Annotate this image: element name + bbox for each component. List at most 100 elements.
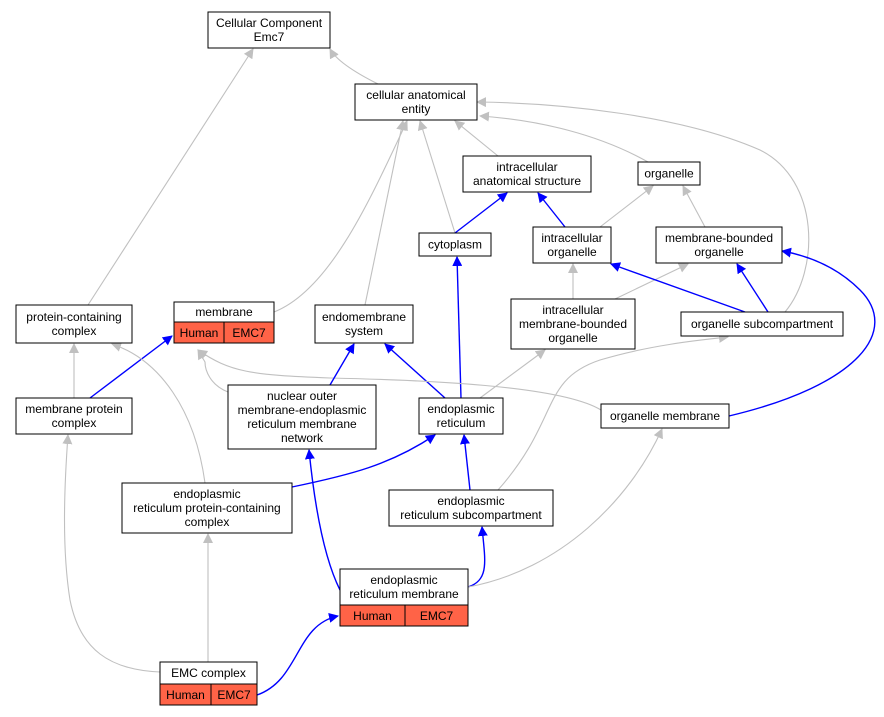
node-label: reticulum membrane (349, 587, 459, 601)
node-box (227, 384, 377, 450)
node-label: endoplasmic (173, 487, 240, 501)
node-label: endoplasmic (437, 494, 504, 508)
node-label: membrane (195, 305, 253, 319)
node-label: organelle (548, 331, 598, 345)
edge-is-a (599, 185, 654, 228)
species-tag-label: Human (180, 326, 219, 340)
node-label: nuclear outer (267, 389, 337, 403)
edge-is-a (454, 120, 499, 157)
node-label: organelle (644, 167, 694, 181)
node-box (637, 161, 701, 186)
edge-is-a (479, 111, 649, 163)
node-label: organelle (694, 245, 744, 259)
edge-is-a (197, 349, 229, 393)
node-label: intracellular (496, 160, 557, 174)
edge-is-a (329, 48, 379, 85)
node-label: organelle (547, 245, 597, 259)
edge-is-a (476, 97, 810, 313)
node-box (600, 403, 730, 429)
edge-part-of (304, 449, 341, 591)
node-label: intracellular (542, 303, 603, 317)
node-organelle-subcompartment[interactable]: organelle subcompartment (680, 311, 844, 337)
gene-tag[interactable] (210, 683, 258, 706)
node-label: membrane-bounded (665, 231, 773, 245)
node-label: complex (185, 515, 230, 529)
node-label: Cellular Component (216, 16, 323, 30)
edge-part-of (610, 262, 746, 313)
node-label: organelle subcompartment (691, 317, 834, 331)
edge-is-a (614, 263, 689, 300)
edge-part-of (256, 612, 339, 696)
edge-is-a (111, 342, 206, 484)
node-box (418, 232, 492, 257)
node-box (314, 304, 414, 344)
edge-part-of (384, 343, 446, 399)
edge-part-of (736, 263, 769, 313)
node-box (388, 489, 554, 527)
node-label: EMC complex (171, 666, 246, 680)
edge-part-of (452, 256, 463, 399)
edge-is-a (497, 332, 729, 491)
edge-part-of (291, 434, 436, 488)
gene-tag[interactable] (223, 321, 275, 344)
edge-is-a (197, 349, 602, 411)
node-label: cytoplasm (428, 238, 482, 252)
edge-is-a (364, 120, 407, 306)
node-label: complex (52, 416, 97, 430)
species-tag-label: Human (166, 688, 205, 702)
node-label: cellular anatomical (366, 88, 465, 102)
edge-is-a (87, 48, 254, 306)
edge-part-of (460, 434, 471, 491)
edge-is-a (62, 434, 161, 673)
edge-is-a (417, 120, 456, 234)
edge-part-of (329, 343, 355, 386)
node-nuclear-outer-membrane-er-network[interactable]: nuclear outermembrane-endoplasmicreticul… (227, 384, 377, 450)
node-organelle[interactable]: organelle (637, 161, 701, 186)
edge-part-of (728, 247, 876, 417)
edge-part-of (467, 526, 488, 588)
node-organelle-membrane[interactable]: organelle membrane (600, 403, 730, 429)
edges-layer (62, 48, 876, 696)
gene-tag-label: EMC7 (217, 688, 251, 702)
node-label: anatomical structure (473, 174, 581, 188)
node-box (462, 155, 592, 193)
node-label: reticulum (437, 416, 486, 430)
node-label: network (281, 431, 324, 445)
node-label: endoplasmic (370, 573, 437, 587)
edge-is-a (479, 349, 546, 399)
node-box (510, 298, 636, 350)
node-label: reticulum protein-containing (133, 501, 280, 515)
edge-part-of (537, 192, 566, 228)
node-label: membrane protein (25, 402, 122, 416)
species-tag-label: Human (353, 609, 392, 623)
node-label: organelle membrane (610, 409, 720, 423)
node-label: intracellular (541, 231, 602, 245)
gene-tag[interactable] (404, 604, 469, 627)
node-label: complex (52, 324, 97, 338)
node-box (121, 482, 293, 534)
node-box (680, 311, 844, 337)
node-box (15, 304, 133, 344)
node-box (339, 568, 469, 606)
node-label: entity (402, 102, 431, 116)
edge-is-a (273, 120, 408, 313)
node-box (15, 397, 133, 435)
node-cytoplasm[interactable]: cytoplasm (418, 232, 492, 257)
